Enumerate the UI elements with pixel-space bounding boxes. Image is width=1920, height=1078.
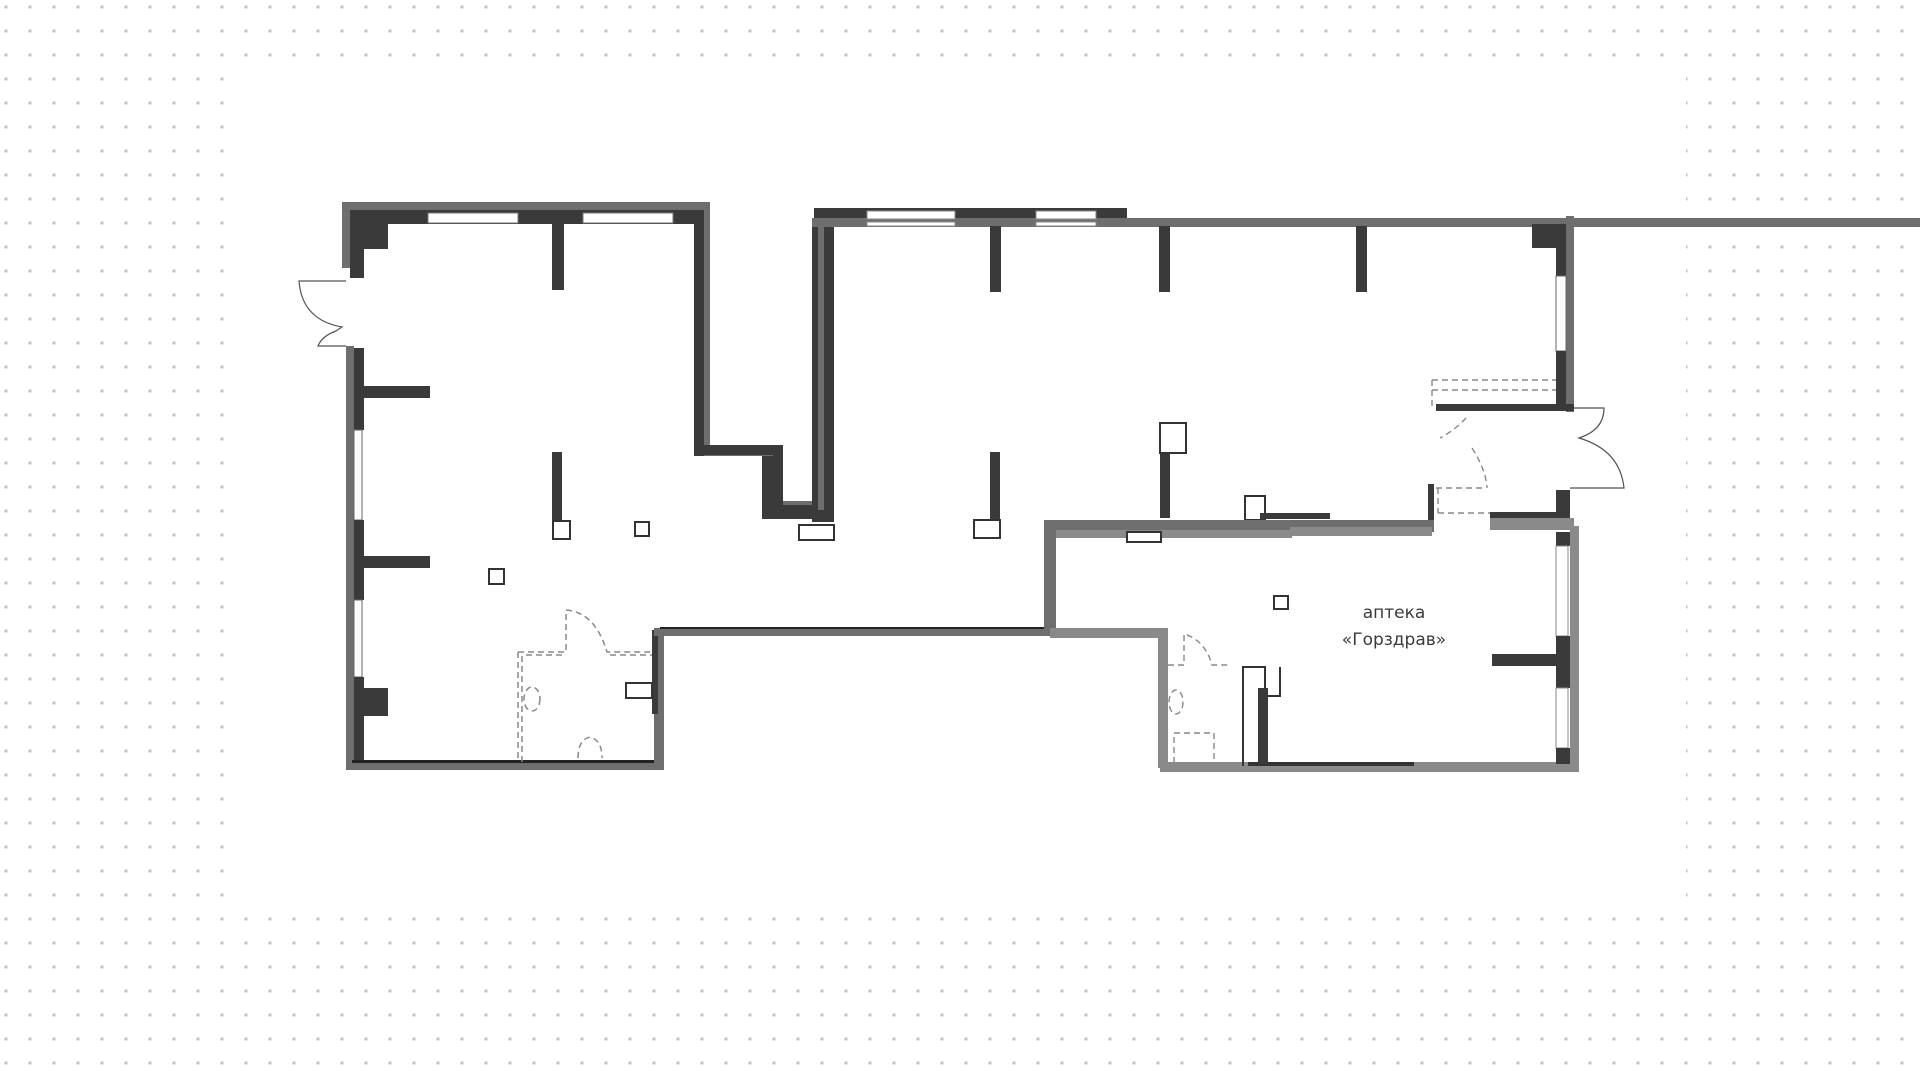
wall-stub xyxy=(1428,484,1434,520)
floor-plan xyxy=(298,202,1920,772)
wall-niche xyxy=(625,682,653,699)
window xyxy=(427,212,519,224)
window xyxy=(1035,210,1097,220)
column xyxy=(1159,422,1187,454)
pharmacy-walls xyxy=(1044,518,1579,772)
wall-pier xyxy=(1356,226,1367,292)
wall-segment xyxy=(1260,513,1330,519)
column xyxy=(1273,595,1289,610)
toilet-icon xyxy=(1168,689,1184,715)
plan-white-area xyxy=(236,67,1686,907)
window xyxy=(866,221,956,227)
toilet-icon xyxy=(523,686,541,712)
wall-pier xyxy=(552,224,564,290)
column xyxy=(552,520,571,540)
entrance-west-door[interactable] xyxy=(298,280,346,347)
wall-stub xyxy=(1490,512,1558,518)
vestibule xyxy=(1431,379,1556,514)
sink-icon xyxy=(577,736,603,759)
pharmacy-label-line1: аптека xyxy=(1362,603,1426,623)
window xyxy=(1035,221,1097,227)
wall-stub xyxy=(1556,490,1570,518)
wall-pier xyxy=(552,452,562,524)
wall-pier xyxy=(990,226,1001,292)
column xyxy=(488,568,505,585)
restroom-pharmacy xyxy=(1168,633,1228,764)
left-hall-walls xyxy=(342,202,1050,770)
wall-pier xyxy=(1159,226,1170,292)
wall-pier xyxy=(990,452,1000,524)
pharmacy-label-line2: «Горздрав» xyxy=(1341,630,1447,650)
restroom-left xyxy=(517,609,652,762)
entrance-east-door[interactable] xyxy=(1570,407,1625,489)
column xyxy=(798,524,835,541)
pharmacy-label: аптека «Горздрав» xyxy=(1294,600,1494,654)
right-hall-walls xyxy=(812,208,1920,522)
column xyxy=(973,519,1001,539)
window xyxy=(582,212,674,224)
column xyxy=(634,521,650,537)
wall-pier xyxy=(1160,452,1170,518)
sink-icon xyxy=(1173,732,1215,764)
window xyxy=(866,210,956,220)
